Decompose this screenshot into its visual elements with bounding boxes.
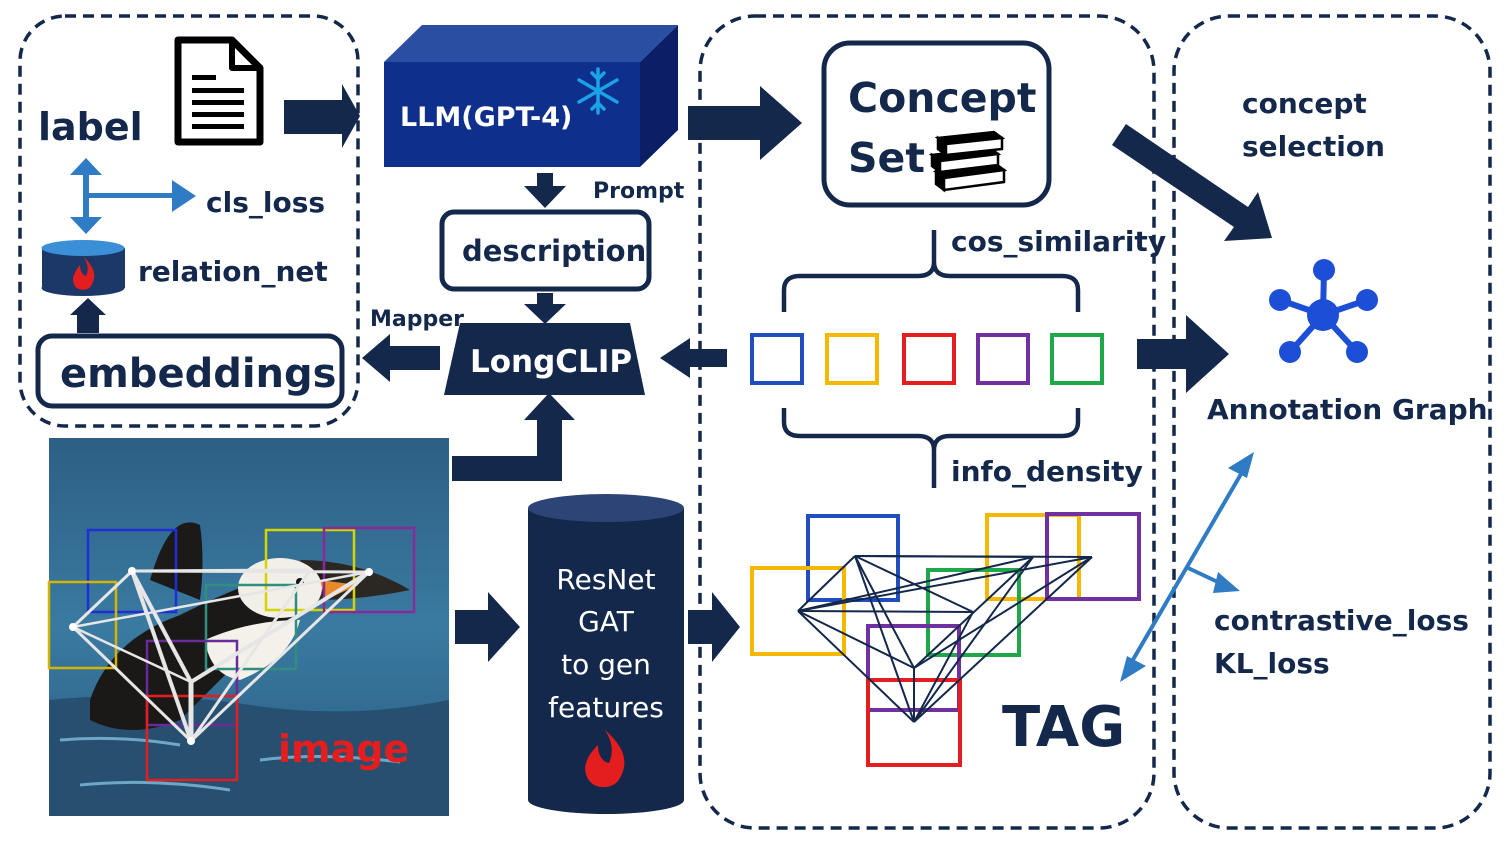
image-box-purple-right — [322, 526, 416, 614]
concept-text-line2: Set — [848, 134, 925, 182]
relation-net-text: relation_net — [138, 255, 328, 288]
embeddings-text: embeddings — [60, 351, 336, 397]
concept-text-line1: Concept — [848, 74, 1037, 122]
llm-block — [384, 25, 678, 167]
longclip-block — [444, 323, 645, 395]
doc-to-llm-arrow — [284, 84, 360, 148]
concept-box-blue — [750, 333, 804, 385]
image-graph-edges — [71, 568, 371, 743]
boxes-to-longclip-arrow — [660, 338, 727, 378]
books-icon — [928, 130, 1008, 193]
resnet-to-tag-arrow — [688, 592, 740, 662]
annotation-graph-text: Annotation Graph — [1207, 393, 1488, 426]
label-text: label — [38, 105, 143, 149]
image-graph-nodes — [69, 567, 373, 745]
resnet-line3: to gen — [561, 648, 651, 681]
tag-text: TAG — [1002, 695, 1125, 760]
image-box-teal — [204, 583, 298, 671]
contrastive-loss-text: contrastive_loss — [1214, 604, 1469, 637]
kl-loss-text: KL_loss — [1214, 647, 1330, 680]
label-loss-arrows — [70, 158, 196, 234]
concept-panel — [698, 14, 1156, 830]
image-text: image — [278, 727, 409, 771]
flame-icon — [585, 730, 625, 788]
concept-box-yellow — [825, 333, 879, 385]
cls-loss-text: cls_loss — [206, 186, 325, 219]
contrastive-arrows — [1120, 452, 1254, 682]
info-density-text: info_density — [951, 455, 1143, 488]
tag-graph-edges — [797, 555, 1093, 723]
concept-selection-arrow — [1112, 124, 1272, 241]
llm-text: LLM(GPT-4) — [400, 102, 572, 133]
embeddings-up-arrow — [70, 298, 106, 333]
boxes-to-graph-arrow — [1137, 315, 1229, 393]
concept-box-green — [1050, 333, 1104, 385]
embeddings-box — [35, 333, 345, 409]
description-to-longclip-arrow — [524, 293, 566, 324]
image-to-resnet-arrow — [455, 592, 520, 662]
concept-selection-line2: selection — [1242, 130, 1385, 163]
description-box — [439, 209, 652, 292]
longclip-text: LongCLIP — [470, 344, 632, 380]
concept-box-red — [902, 333, 956, 385]
prompt-text: Prompt — [593, 179, 685, 204]
network-graph-icon — [1269, 259, 1378, 363]
resnet-line1: ResNet — [556, 563, 655, 596]
mapper-text: Mapper — [370, 307, 464, 332]
cos-similarity-bracket — [781, 230, 1081, 312]
resnet-cylinder — [528, 494, 684, 814]
image-to-longclip-arrow — [452, 393, 575, 481]
resnet-line4: features — [548, 691, 664, 724]
concept-selection-line1: concept — [1242, 87, 1367, 120]
mapper-arrow — [362, 334, 440, 382]
image-box-yellow-left — [47, 580, 118, 670]
cos-similarity-text: cos_similarity — [951, 225, 1166, 258]
info-density-bracket — [781, 408, 1081, 488]
flame-icon — [73, 256, 95, 290]
input-panel — [18, 14, 360, 428]
document-icon — [174, 36, 264, 146]
concept-box-purple — [976, 333, 1030, 385]
description-text: description — [462, 234, 646, 268]
llm-to-description-arrow — [524, 173, 566, 208]
snowflake-icon — [577, 67, 619, 115]
llm-to-concept-arrow — [688, 86, 802, 160]
resnet-line2: GAT — [578, 605, 635, 638]
